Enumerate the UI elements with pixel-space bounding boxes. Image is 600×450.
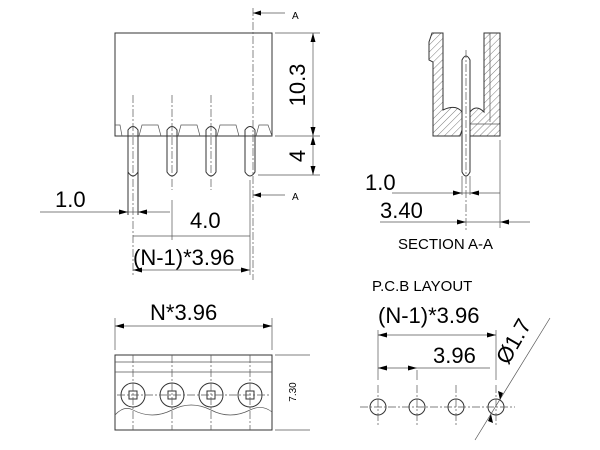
section-depth: 3.40 [380,198,423,223]
dim-pin-width: 1.0 [55,187,86,212]
section-mark-top: A [292,11,299,22]
dim-body-height: 10.3 [285,64,310,107]
dim-offset: 4.0 [190,208,221,233]
dim-pin-length: 4 [285,150,310,162]
dim-length: N*3.96 [150,300,217,325]
section-mark-bottom: A [292,192,299,203]
bottom-view: N*3.96 7.30 [114,300,310,431]
section-title: SECTION A-A [398,236,493,253]
connector-body [114,32,273,137]
pcb-hole-diameter: Ø1.7 [491,314,537,368]
section-view: 1.0 3.40 SECTION A-A [365,32,530,253]
pcb-pitch-total: (N-1)*3.96 [378,303,479,328]
pcb-title: P.C.B LAYOUT [372,278,472,295]
pins [127,95,256,275]
front-view: A A 10.3 4 1.0 4.0 (N-1)*3.96 [40,8,320,280]
section-pin-width: 1.0 [365,170,396,195]
dim-width: 7.30 [288,382,299,402]
dim-pitch-total: (N-1)*3.96 [133,245,234,270]
terminal-screws [117,355,270,430]
pcb-holes [360,385,515,425]
pcb-layout: P.C.B LAYOUT (N-1)*3.96 3.96 Ø1.7 [360,278,551,441]
pcb-pitch: 3.96 [433,343,476,368]
